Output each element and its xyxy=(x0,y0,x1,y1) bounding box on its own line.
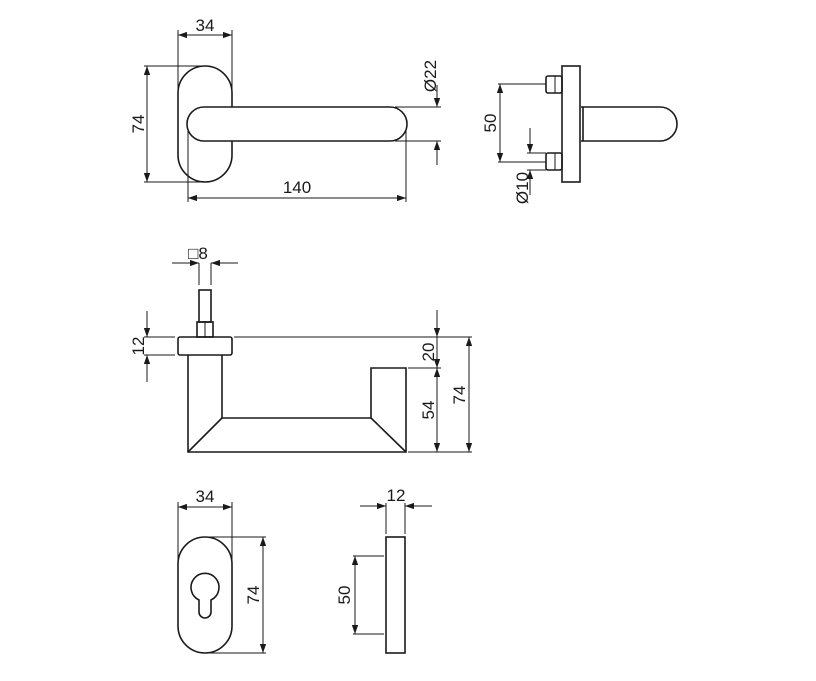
dim-pin-spacing-50: 50 xyxy=(481,83,546,163)
dim-offset-20: 20 xyxy=(408,310,441,369)
keyhole-icon xyxy=(190,572,220,619)
dim-label: 50 xyxy=(481,114,500,133)
dim-length-140: 140 xyxy=(187,130,407,202)
dim-label: 34 xyxy=(196,16,215,35)
dim-rose-12: 12 xyxy=(129,311,175,382)
escutcheon-outline xyxy=(177,536,233,654)
handle-side-view: 50 Ø10 xyxy=(481,65,678,204)
dim-label: □8 xyxy=(188,244,208,263)
dim-label: 20 xyxy=(419,343,438,362)
escutcheon-front-view: 34 74 xyxy=(177,487,267,654)
dim-label: Ø10 xyxy=(513,172,532,204)
dim-total-74: 74 xyxy=(450,337,473,452)
dim-label: 140 xyxy=(283,178,311,197)
dim-label: 12 xyxy=(129,337,148,356)
handle-front-view: 34 74 140 Ø22 xyxy=(129,16,441,202)
lever-outline xyxy=(186,106,408,142)
handle-top-view: □8 12 20 54 74 xyxy=(129,244,473,453)
dim-screw-spacing-50: 50 xyxy=(335,555,384,635)
dim-width-34: 34 xyxy=(177,487,233,560)
escutcheon-side-view: 12 50 xyxy=(335,486,432,654)
rose-plate xyxy=(561,65,581,183)
dim-label: 54 xyxy=(419,401,438,420)
dim-depth-54: 54 xyxy=(408,368,472,453)
dim-diameter-22: Ø22 xyxy=(395,60,441,165)
escutcheon-plate-side xyxy=(385,536,406,654)
dim-label: 74 xyxy=(129,115,148,134)
dim-label: 34 xyxy=(196,487,215,506)
dim-label: 74 xyxy=(244,586,263,605)
dim-spindle-8: □8 xyxy=(172,244,238,267)
spindle xyxy=(198,289,212,323)
dim-thickness-12: 12 xyxy=(360,486,432,534)
lever-side xyxy=(581,106,678,142)
pin-top xyxy=(545,75,563,94)
dim-height-74: 74 xyxy=(129,65,210,183)
dim-label: 12 xyxy=(387,486,406,505)
dim-label: 50 xyxy=(335,586,354,605)
dim-label: 74 xyxy=(450,386,469,405)
dim-label: Ø22 xyxy=(421,60,440,92)
pin-bottom xyxy=(545,152,563,171)
rose-block xyxy=(177,336,233,356)
dim-pin-diameter-10: Ø10 xyxy=(513,128,546,204)
dim-height-74: 74 xyxy=(205,536,267,654)
lever-top xyxy=(187,355,407,453)
dim-width-34: 34 xyxy=(177,16,233,107)
